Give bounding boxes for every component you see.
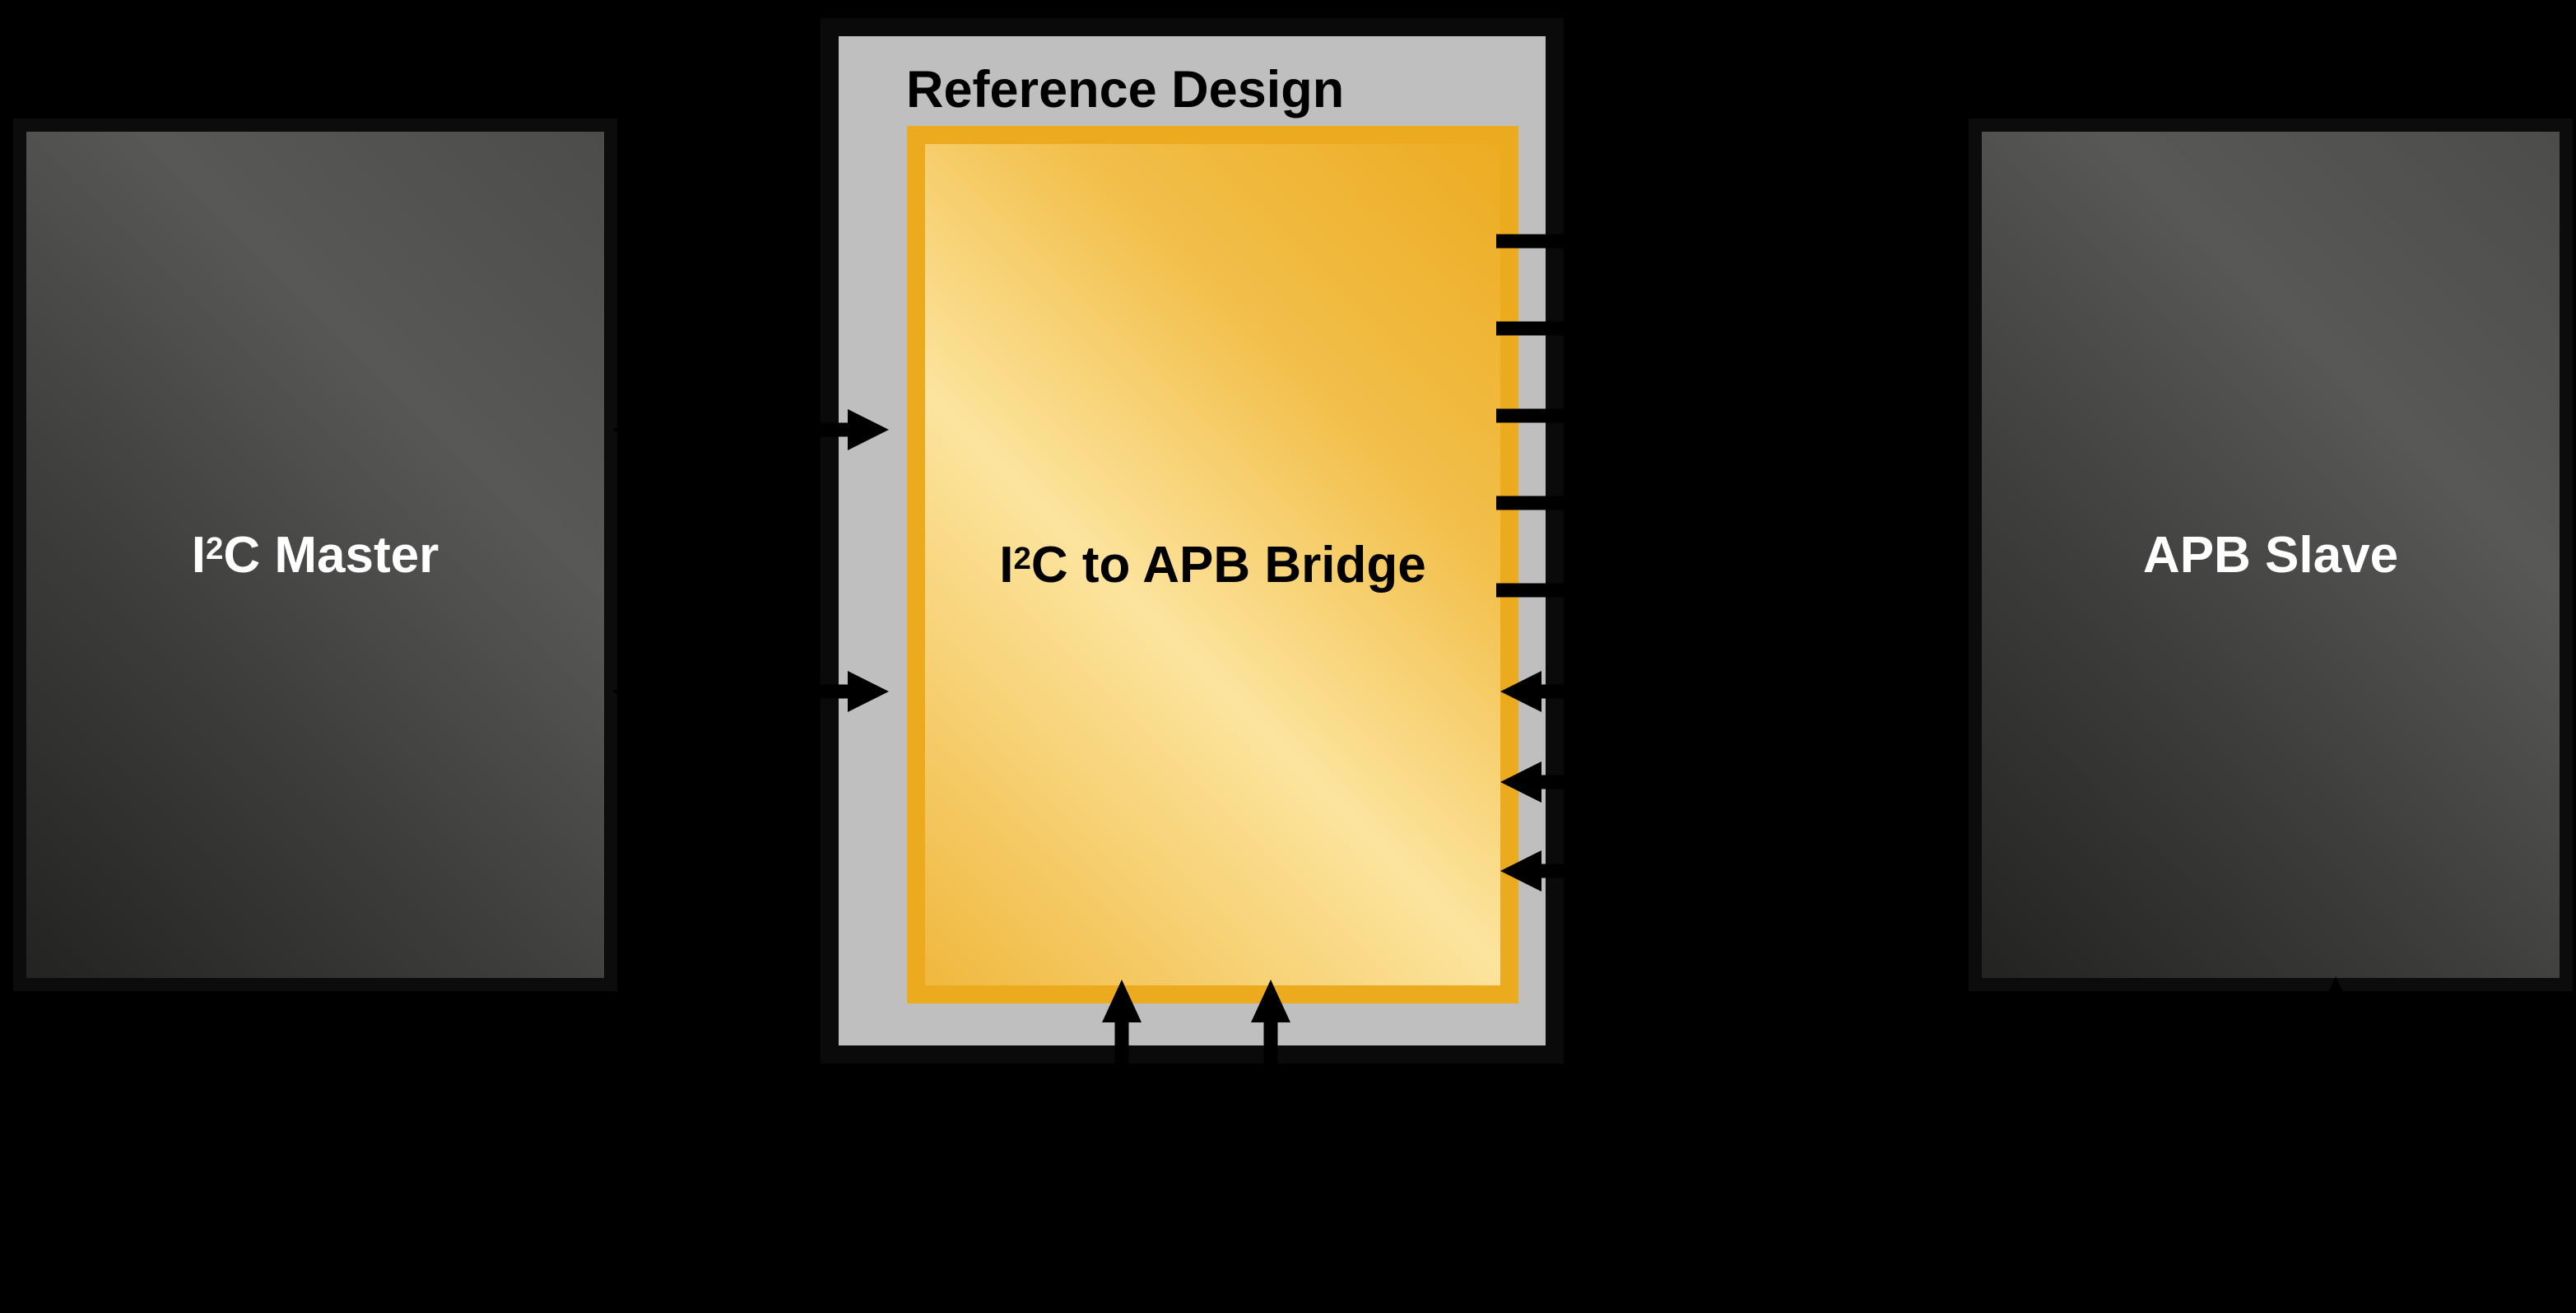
apb-slave-label: APB Slave	[2142, 526, 2399, 584]
i2c-master-label-sup: 2	[205, 531, 224, 567]
bridge-label-prefix: I	[999, 536, 1014, 594]
bridge-label: I2C to APB Bridge	[999, 536, 1426, 594]
bridge-label-sup: 2	[1013, 541, 1031, 577]
i2c-master-label-suffix: C Master	[223, 526, 439, 584]
apb-slave-box: APB Slave	[1969, 119, 2573, 991]
reference-design-box: Reference Design I2C to APB Bridge	[821, 18, 1564, 1064]
bridge-box: I2C to APB Bridge	[907, 126, 1518, 1003]
bridge-label-suffix: C to APB Bridge	[1030, 536, 1426, 594]
i2c-master-label: I2C Master	[192, 526, 439, 584]
reference-design-title: Reference Design	[906, 61, 1345, 119]
i2c-master-box: I2C Master	[13, 119, 617, 991]
i2c-master-label-prefix: I	[191, 526, 206, 584]
